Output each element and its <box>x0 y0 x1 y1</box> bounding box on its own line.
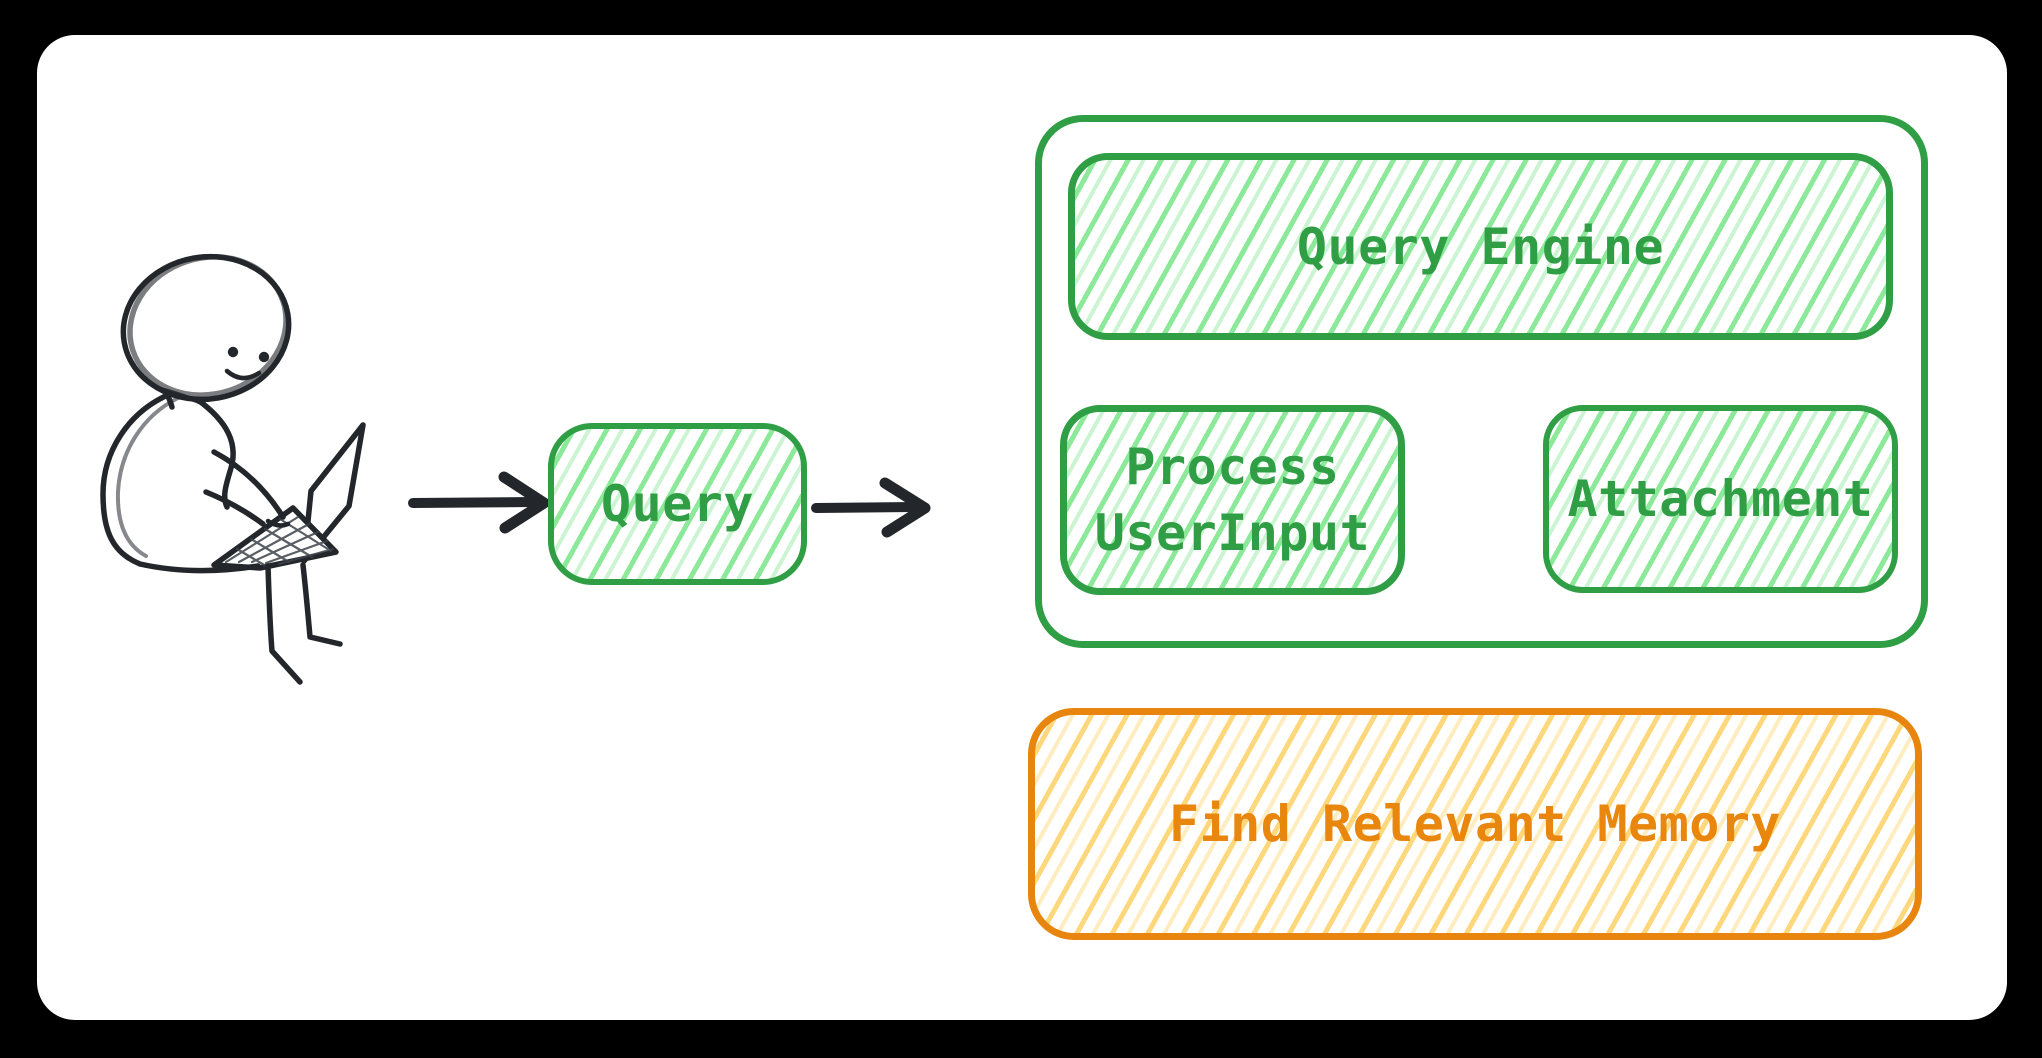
find-relevant-memory-node: Find Relevant Memory <box>1028 708 1922 940</box>
query-label: Query <box>600 475 754 533</box>
process-label-line1: Process <box>1125 438 1340 496</box>
query-engine-label: Query Engine <box>1296 217 1665 276</box>
process-user-input-node: Process UserInput <box>1060 405 1405 595</box>
attachment-node: Attachment <box>1543 405 1898 593</box>
attachment-label: Attachment <box>1567 470 1874 528</box>
process-label-line2: UserInput <box>1094 504 1371 562</box>
query-engine-node: Query Engine <box>1068 153 1893 340</box>
query-node: Query <box>548 423 807 585</box>
find-relevant-memory-label: Find Relevant Memory <box>1168 795 1782 853</box>
query-engine-container: Query Engine Process UserInput Attachmen… <box>1035 115 1928 648</box>
